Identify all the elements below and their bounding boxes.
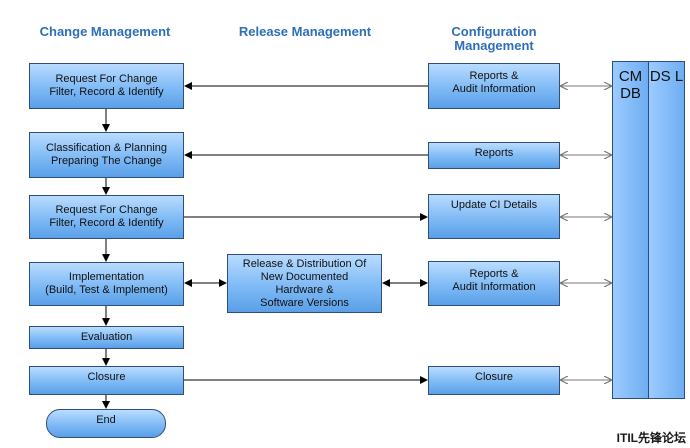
config-box-line: Audit Information — [452, 281, 536, 293]
dsl-store: DS L — [648, 61, 685, 399]
header-release-management: Release Management — [238, 24, 372, 39]
change-box-line: Implementation — [68, 271, 145, 283]
change-box-line: Preparing The Change — [50, 155, 163, 167]
config-box-line: Update CI Details — [450, 199, 538, 211]
change-box-line: Filter, Record & Identify — [49, 217, 164, 229]
cmdb-store: CM DB — [612, 61, 649, 399]
config-box-update-ci-details: Update CI Details — [428, 194, 560, 239]
change-box-implementation: Implementation (Build, Test & Implement) — [29, 262, 184, 306]
header-change-management: Change Management — [39, 24, 171, 39]
release-box-line: New Documented — [260, 270, 349, 283]
change-box-line: Filter, Record & Identify — [49, 86, 164, 98]
release-box-line: Release & Distribution Of — [242, 257, 367, 270]
change-box-line: Request For Change — [55, 204, 158, 216]
end-label: End — [96, 414, 116, 426]
change-box-classification-planning: Classification & Planning Preparing The … — [29, 132, 184, 178]
change-box-closure: Closure — [29, 366, 184, 395]
change-box-line: Classification & Planning — [45, 142, 168, 154]
watermark-text: ITIL先锋论坛 — [616, 431, 686, 445]
config-box-reports-audit-2: Reports & Audit Information — [428, 261, 560, 306]
config-box-closure: Closure — [428, 366, 560, 395]
change-box-line: Evaluation — [80, 331, 133, 343]
release-box-line: Software Versions — [260, 296, 349, 309]
header-configuration-management: Configuration Management — [451, 24, 537, 53]
change-box-request-for-change-1: Request For Change Filter, Record & Iden… — [29, 63, 184, 109]
change-box-line: Request For Change — [55, 73, 158, 85]
dsl-label: DS L — [649, 68, 684, 85]
change-box-line: Closure — [87, 371, 126, 383]
change-box-request-for-change-2: Request For Change Filter, Record & Iden… — [29, 195, 184, 239]
config-box-line: Reports — [474, 147, 514, 159]
config-box-line: Closure — [475, 371, 513, 383]
config-box-reports-audit-1: Reports & Audit Information — [428, 63, 560, 109]
config-box-line: Audit Information — [452, 83, 536, 95]
cmdb-label: CM DB — [618, 68, 643, 102]
release-box-line: Hardware & — [275, 283, 334, 296]
config-box-line: Reports & — [469, 70, 519, 82]
release-box-distribution: Release & Distribution Of New Documented… — [227, 254, 382, 313]
change-box-evaluation: Evaluation — [29, 326, 184, 349]
change-box-line: (Build, Test & Implement) — [45, 284, 168, 296]
config-box-reports: Reports — [428, 142, 560, 169]
end-terminator: End — [46, 409, 166, 438]
config-box-line: Reports & — [469, 268, 519, 280]
